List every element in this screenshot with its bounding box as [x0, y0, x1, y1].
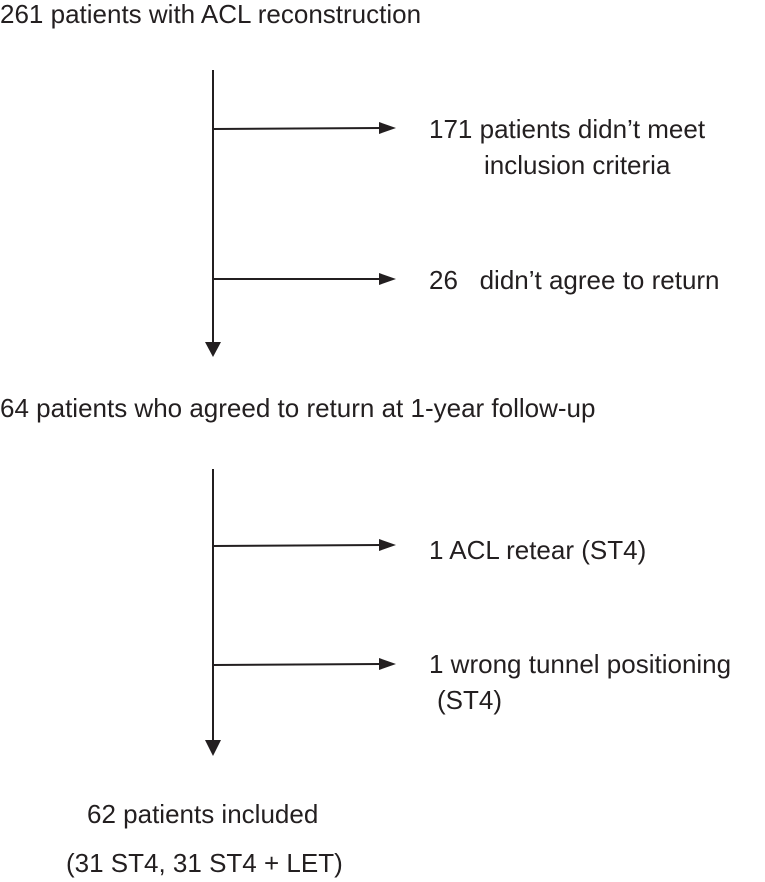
excluded-criteria-text-line2: inclusion criteria	[484, 150, 671, 180]
arrow-right-icon-4	[379, 658, 396, 670]
arrow-right-icon-2	[379, 273, 396, 285]
arrow-down-icon-2	[205, 740, 221, 756]
exclusion-branch-line-4	[212, 663, 383, 666]
final-node-text-line1: 62 patients included	[87, 799, 319, 829]
arrow-down-icon-1	[205, 342, 221, 357]
excluded-return-text: 26 didn’t agree to return	[429, 265, 720, 295]
retear-exclusion-text: 1 ACL retear (ST4)	[429, 535, 647, 565]
agreed-node-text: 64 patients who agreed to return at 1-ye…	[0, 393, 596, 423]
exclusion-branch-line-3	[212, 544, 383, 547]
exclusion-branch-line-1	[212, 127, 383, 130]
final-node-text-line2: (31 ST4, 31 ST4 + LET)	[66, 848, 343, 878]
start-node-text: 261 patients with ACL reconstruction	[0, 0, 422, 29]
tunnel-exclusion-text-line1: 1 wrong tunnel positioning	[429, 649, 732, 679]
arrow-right-icon-3	[379, 539, 396, 551]
tunnel-exclusion-text-line2: (ST4)	[437, 685, 502, 715]
arrow-right-icon-1	[379, 122, 396, 134]
excluded-criteria-text-line1: 171 patients didn’t meet	[429, 114, 706, 144]
